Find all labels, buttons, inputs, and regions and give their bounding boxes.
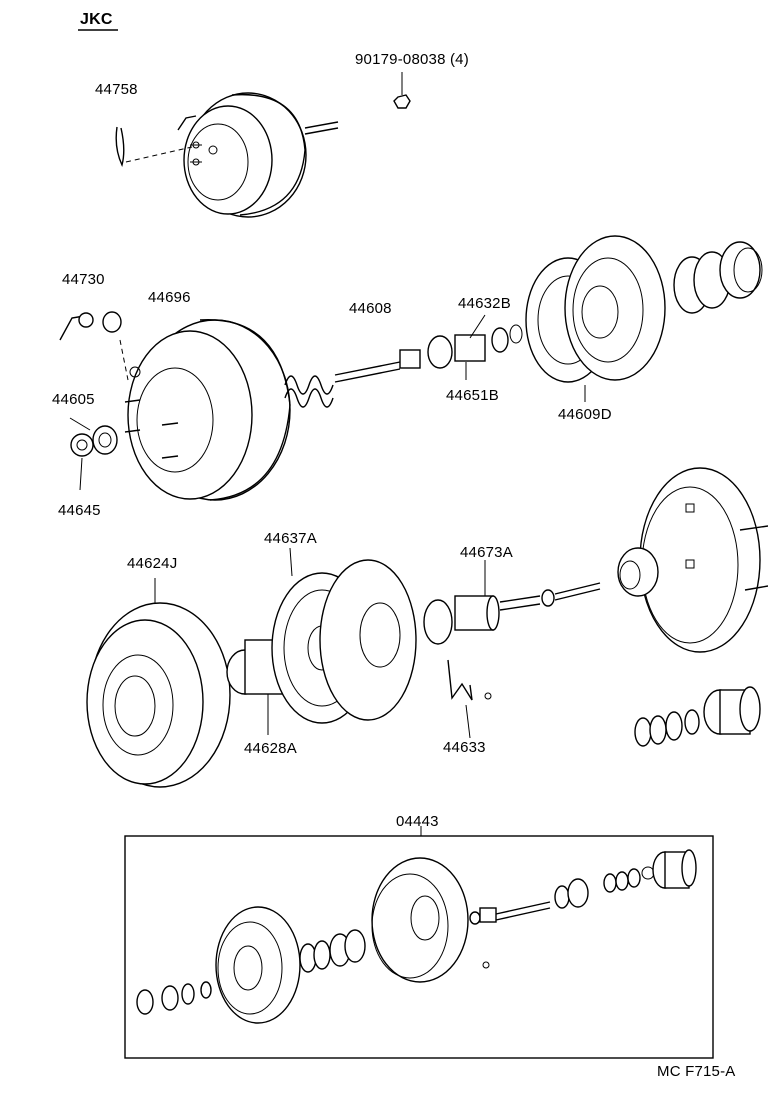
- hose-fitting-44730: [59, 311, 129, 381]
- rear-shell-right: [617, 467, 768, 653]
- model-code-label: JKC: [80, 11, 113, 28]
- part-label-44730: 44730: [62, 271, 105, 288]
- diaphragm-44609D: [525, 235, 666, 402]
- part-label-44758: 44758: [95, 81, 138, 98]
- part-label-44673A: 44673A: [460, 544, 513, 561]
- part-label-90179: 90179-08038 (4): [355, 51, 469, 68]
- part-label-04443: 04443: [396, 813, 439, 830]
- clevis-pin-44758: [115, 126, 193, 168]
- part-label-44609D: 44609D: [558, 406, 612, 423]
- diaphragm-44637A: [271, 547, 417, 724]
- pushrod-44608: [284, 314, 523, 408]
- repair-kit-box-04443: [124, 826, 714, 1059]
- booster-assembly-top: [177, 92, 339, 218]
- part-label-44605: 44605: [52, 391, 95, 408]
- nut-90179: [393, 72, 411, 109]
- part-label-44632B: 44632B: [458, 295, 511, 312]
- clip-44633: [447, 659, 492, 739]
- part-label-44696: 44696: [148, 289, 191, 306]
- part-label-44608: 44608: [349, 300, 392, 317]
- figure-code: MC F715-A: [657, 1063, 736, 1080]
- part-label-44633: 44633: [443, 739, 486, 756]
- part-label-44624J: 44624J: [127, 555, 178, 572]
- part-label-44651B: 44651B: [446, 387, 499, 404]
- part-label-44637A: 44637A: [264, 530, 317, 547]
- valve-body-44673A: [423, 560, 601, 645]
- seal-set-lower-right: [634, 686, 761, 747]
- booster-body-middle: [124, 319, 291, 501]
- seal-set-top-right: [673, 241, 763, 314]
- part-label-44645: 44645: [58, 502, 101, 519]
- shell-44624J: [86, 578, 231, 788]
- part-label-44628A: 44628A: [244, 740, 297, 757]
- seal-44605: [69, 417, 118, 491]
